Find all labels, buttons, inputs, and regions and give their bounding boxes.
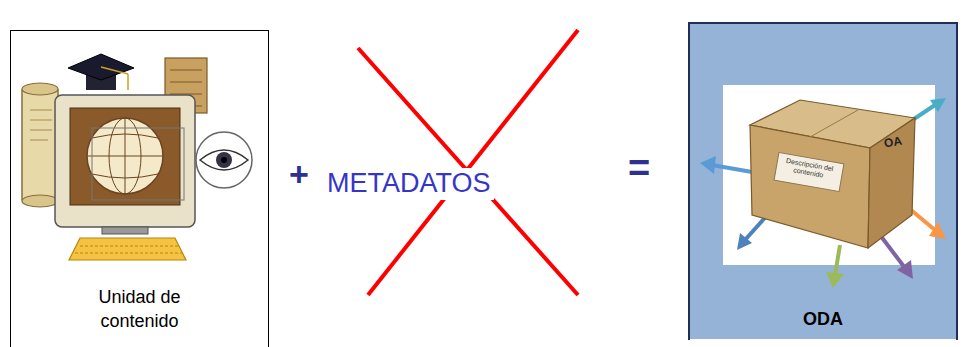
cross-mark <box>358 30 578 295</box>
arrows-icon <box>700 98 946 288</box>
metadata-label: METADATOS <box>324 168 494 200</box>
cap-icon <box>68 54 134 90</box>
equals-sign: = <box>628 148 650 190</box>
panel-ground <box>689 23 957 339</box>
scroll-icon <box>22 83 58 207</box>
eye-icon <box>196 132 252 188</box>
box-text: ODA <box>723 307 923 331</box>
monitor-icon <box>55 95 195 234</box>
picture-ground <box>723 85 935 265</box>
box-icon <box>750 100 915 248</box>
plus-sign: + <box>289 156 309 193</box>
learning-object-box: ODA <box>688 22 958 340</box>
content-unit-box: Unidad de contenido <box>10 30 269 347</box>
box-text: Unidad de contenido <box>65 285 215 333</box>
keyboard-icon <box>69 238 186 260</box>
